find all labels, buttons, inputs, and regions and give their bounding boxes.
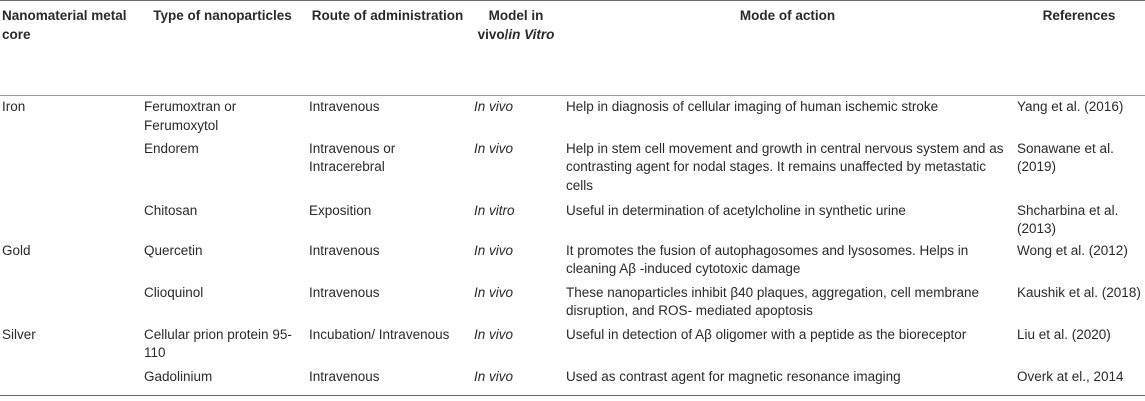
header-references: References bbox=[1013, 0, 1145, 96]
cell-type: Endorem bbox=[144, 140, 199, 156]
cell-reference: Overk at el., 2014 bbox=[1013, 365, 1145, 396]
cell-core bbox=[0, 200, 140, 240]
cell-model: In vivo bbox=[474, 140, 514, 156]
cell-core bbox=[0, 282, 140, 324]
header-row: Nanomaterial metal core Type of nanopart… bbox=[0, 0, 1145, 96]
header-route: Route of administration bbox=[305, 0, 470, 96]
cell-reference: Yang et al. (2016) bbox=[1017, 99, 1124, 114]
table-row: Endorem Intravenous or Intracerebral In … bbox=[0, 138, 1145, 200]
header-model-italic: in Vitro bbox=[508, 26, 555, 42]
cell-core: Iron bbox=[2, 99, 26, 114]
cell-action: Useful in determination of acetylcholine… bbox=[566, 202, 906, 218]
cell-route: Intravenous or Intracerebral bbox=[309, 140, 396, 175]
table-row: Clioquinol Intravenous In vivo These nan… bbox=[0, 282, 1145, 324]
cell-reference: Liu et al. (2020) bbox=[1017, 326, 1111, 342]
cell-action: Help in stem cell movement and growth in… bbox=[566, 140, 1004, 193]
table-row: Silver Cellular prion protein 95-110 Inc… bbox=[0, 324, 1145, 366]
cell-core bbox=[0, 138, 140, 200]
table-row: Gadolinium Intravenous In vivo Used as c… bbox=[0, 365, 1145, 396]
cell-type: Quercetin bbox=[144, 242, 203, 258]
cell-core bbox=[0, 365, 140, 396]
cell-model: In vivo bbox=[470, 365, 562, 396]
header-action: Mode of action bbox=[562, 0, 1013, 96]
table-row: Chitosan Exposition In vitro Useful in d… bbox=[0, 200, 1145, 240]
cell-reference: Wong et al. (2012) bbox=[1017, 242, 1128, 258]
cell-action: Used as contrast agent for magnetic reso… bbox=[562, 365, 1013, 396]
cell-type: Chitosan bbox=[144, 202, 198, 218]
cell-model: In vivo bbox=[474, 99, 514, 114]
cell-route: Intravenous bbox=[309, 242, 380, 258]
table-header: Nanomaterial metal core Type of nanopart… bbox=[0, 0, 1145, 96]
cell-core: Gold bbox=[2, 242, 31, 258]
cell-route: Intravenous bbox=[305, 365, 470, 396]
cell-action: Help in diagnosis of cellular imaging of… bbox=[566, 99, 939, 114]
header-metal-core: Nanomaterial metal core bbox=[0, 0, 140, 96]
cell-reference: Kaushik et al. (2018) bbox=[1017, 284, 1141, 300]
cell-model: In vivo bbox=[474, 242, 514, 258]
cell-type: Ferumoxtran or Ferumoxytol bbox=[144, 99, 237, 133]
table-row: Gold Quercetin Intravenous In vivo It pr… bbox=[0, 240, 1145, 282]
cell-model: In vivo bbox=[474, 326, 514, 342]
cell-action: These nanoparticles inhibit β40 plaques,… bbox=[566, 284, 980, 319]
cell-action: It promotes the fusion of autophagosomes… bbox=[566, 242, 969, 277]
cell-route: Intravenous bbox=[309, 99, 380, 114]
cell-route: Incubation/ Intravenous bbox=[309, 326, 450, 342]
cell-type: Cellular prion protein 95-110 bbox=[144, 326, 292, 361]
cell-route: Exposition bbox=[309, 202, 372, 218]
cell-reference: Sonawane et al. (2019) bbox=[1017, 140, 1114, 175]
cell-reference: Shcharbina et al. (2013) bbox=[1017, 202, 1119, 237]
header-model-prefix: Model in vivo/ bbox=[477, 8, 544, 42]
cell-core: Silver bbox=[2, 326, 36, 342]
cell-model: In vivo bbox=[474, 284, 514, 300]
table-row: Iron Ferumoxtran or Ferumoxytol Intraven… bbox=[0, 96, 1145, 138]
cell-model: In vitro bbox=[474, 202, 515, 218]
cell-route: Intravenous bbox=[309, 284, 380, 300]
header-type: Type of nanoparticles bbox=[140, 0, 305, 96]
cell-action: Useful in detection of Aβ oligomer with … bbox=[566, 326, 967, 342]
cell-type: Gadolinium bbox=[140, 365, 305, 396]
header-model: Model in vivo/in Vitro bbox=[470, 0, 562, 96]
cell-type: Clioquinol bbox=[144, 284, 204, 300]
table-body: Iron Ferumoxtran or Ferumoxytol Intraven… bbox=[0, 96, 1145, 396]
